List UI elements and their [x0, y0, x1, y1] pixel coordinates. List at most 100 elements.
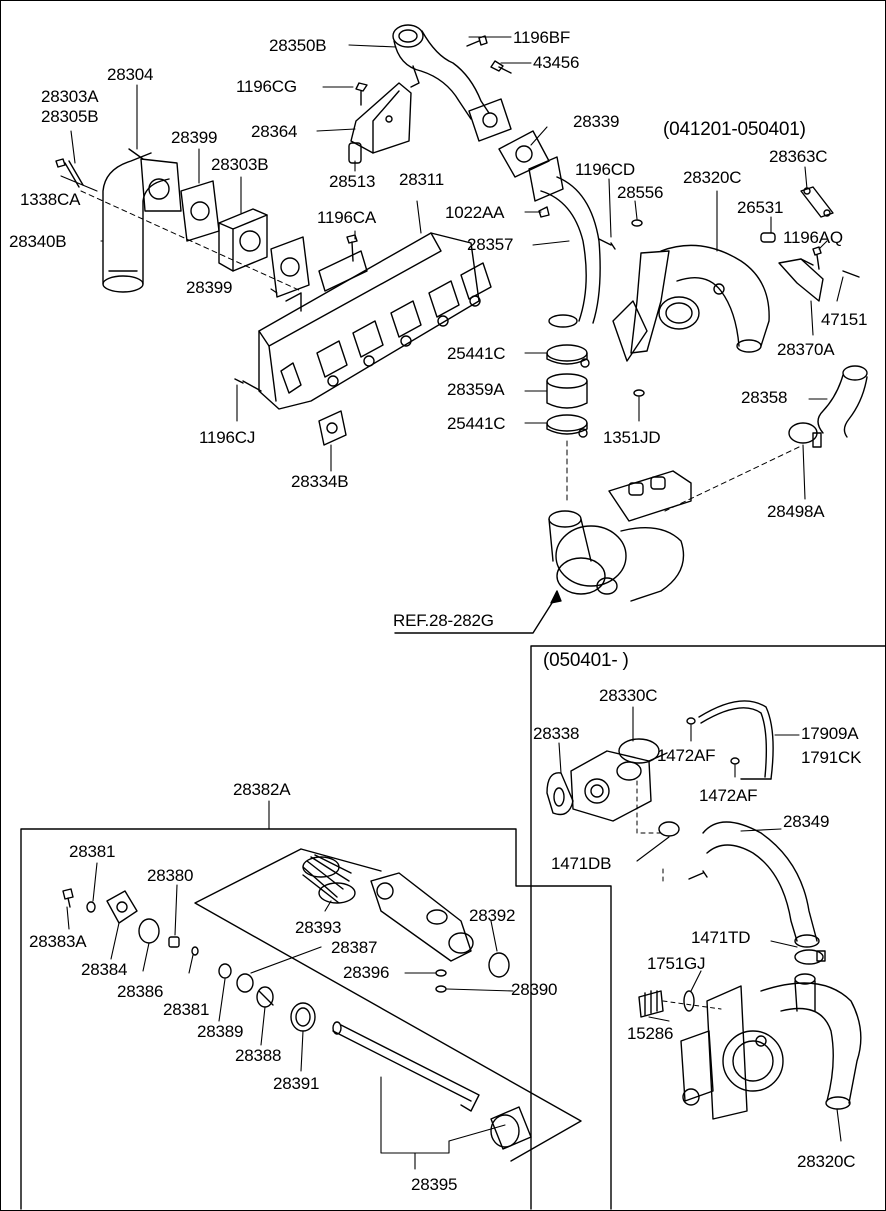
part-label-28350B[interactable]: 28350B	[269, 36, 327, 55]
bolt-1196CD	[598, 238, 616, 250]
exploded-plane	[194, 848, 582, 1162]
clamp-25441C-upper	[546, 344, 590, 368]
bracket-28364	[350, 82, 412, 154]
variant-label-box: (050401- )	[543, 650, 629, 671]
part-label-15286[interactable]: 15286	[627, 1024, 674, 1043]
part-label-28396[interactable]: 28396	[343, 963, 390, 982]
part-label-1196CG[interactable]: 1196CG	[236, 77, 297, 96]
bush-28387	[236, 973, 254, 993]
part-label-1196CJ[interactable]: 1196CJ	[199, 428, 256, 447]
part-label-28304[interactable]: 28304	[107, 65, 154, 84]
part-label-28359A[interactable]: 28359A	[447, 380, 505, 399]
part-label-28320C-bottom[interactable]: 28320C	[797, 1152, 856, 1171]
part-label-28358[interactable]: 28358	[741, 388, 788, 407]
intake-housing-28320C-bottom	[680, 973, 862, 1120]
link-28363C	[800, 186, 834, 218]
part-label-28556[interactable]: 28556	[617, 183, 664, 202]
part-label-28382A[interactable]: 28382A	[233, 780, 291, 799]
bolt-1196CJ	[234, 378, 262, 392]
part-label-28513[interactable]: 28513	[329, 172, 376, 191]
part-label-28305B[interactable]: 28305B	[41, 107, 99, 126]
part-label-47151[interactable]: 47151	[821, 310, 868, 329]
part-label-28330C[interactable]: 28330C	[599, 686, 658, 705]
clip-1472AF-a	[686, 717, 696, 725]
part-label-28338[interactable]: 28338	[533, 724, 580, 743]
gasket-28399-upper	[180, 180, 220, 242]
bolt-1196AQ	[812, 246, 822, 270]
clip-1472AF-b	[730, 757, 740, 765]
pipe-17909A	[698, 700, 774, 780]
part-label-1196CD[interactable]: 1196CD	[575, 160, 635, 179]
part-label-1022AA[interactable]: 1022AA	[445, 203, 505, 222]
part-label-25441C-upper[interactable]: 25441C	[447, 344, 506, 363]
part-label-28340B[interactable]: 28340B	[9, 232, 67, 251]
part-label-1196BF[interactable]: 1196BF	[513, 28, 571, 47]
part-label-28303B[interactable]: 28303B	[211, 155, 269, 174]
part-label-28395[interactable]: 28395	[411, 1175, 458, 1194]
part-label-1351JD[interactable]: 1351JD	[603, 428, 661, 447]
part-label-28388[interactable]: 28388	[235, 1046, 282, 1065]
ref-label[interactable]: REF.28-282G	[393, 611, 494, 630]
part-label-28357[interactable]: 28357	[467, 235, 514, 254]
bush-28388	[256, 986, 274, 1008]
part-label-28387[interactable]: 28387	[331, 938, 378, 957]
part-label-28349[interactable]: 28349	[783, 812, 830, 831]
part-label-28383A[interactable]: 28383A	[29, 932, 87, 951]
bolt-1471DB-screw	[688, 870, 708, 880]
washer-28389	[218, 963, 232, 979]
valve-body-28392	[370, 872, 510, 978]
assembly-line-sensor	[662, 1000, 722, 1010]
oring-28381-a	[86, 901, 96, 913]
part-label-1751GJ[interactable]: 1751GJ	[647, 954, 706, 973]
sensor-15286	[638, 990, 664, 1018]
part-label-28399-lower[interactable]: 28399	[186, 278, 233, 297]
gasket-28339	[498, 130, 550, 178]
part-label-17909A[interactable]: 17909A	[801, 724, 859, 743]
part-label-28303A[interactable]: 28303A	[41, 87, 99, 106]
stud-47151	[842, 270, 860, 278]
part-label-28393[interactable]: 28393	[295, 918, 342, 937]
part-label-28370A[interactable]: 28370A	[777, 340, 835, 359]
part-label-28399-upper[interactable]: 28399	[171, 128, 218, 147]
part-label-28386[interactable]: 28386	[117, 982, 164, 1001]
part-label-43456[interactable]: 43456	[533, 53, 580, 72]
washer-28556	[631, 219, 643, 227]
part-label-28380[interactable]: 28380	[147, 866, 194, 885]
bolt-1022AA	[538, 206, 550, 218]
part-label-1791CK[interactable]: 1791CK	[801, 748, 862, 767]
part-label-28381-a[interactable]: 28381	[69, 842, 116, 861]
part-label-28392[interactable]: 28392	[469, 906, 516, 925]
section-frames	[20, 645, 885, 1210]
part-label-28389[interactable]: 28389	[197, 1022, 244, 1041]
part-label-28363C[interactable]: 28363C	[769, 147, 828, 166]
part-label-28364[interactable]: 28364	[251, 122, 298, 141]
part-label-1196CA[interactable]: 1196CA	[317, 208, 376, 227]
part-label-28384[interactable]: 28384	[81, 960, 128, 979]
part-label-25441C-lower[interactable]: 25441C	[447, 414, 506, 433]
part-label-1472AF-a[interactable]: 1472AF	[657, 746, 716, 765]
clamp-1471TD	[794, 949, 826, 965]
part-label-1471DB[interactable]: 1471DB	[551, 854, 612, 873]
part-label-28391[interactable]: 28391	[273, 1074, 320, 1093]
intake-manifold-28311	[258, 232, 492, 410]
part-label-1196AQ[interactable]: 1196AQ	[783, 228, 843, 247]
part-label-28320C-top[interactable]: 28320C	[683, 168, 742, 187]
oring-28386	[138, 918, 160, 944]
part-label-28311[interactable]: 28311	[399, 170, 445, 189]
part-label-28381-b[interactable]: 28381	[163, 1000, 210, 1019]
variant-box-frame	[530, 645, 885, 1210]
part-label-28339[interactable]: 28339	[573, 112, 620, 131]
part-label-1338CA[interactable]: 1338CA	[20, 190, 81, 209]
part-label-28390[interactable]: 28390	[511, 980, 558, 999]
clamp-25441C-lower	[546, 414, 588, 438]
turbocharger-reference	[548, 470, 692, 602]
tube-28359A	[546, 373, 588, 409]
part-label-1471TD[interactable]: 1471TD	[691, 928, 751, 947]
hose-28357	[528, 156, 601, 328]
part-label-28334B[interactable]: 28334B	[291, 472, 349, 491]
part-label-1472AF-b[interactable]: 1472AF	[699, 786, 758, 805]
part-label-26531[interactable]: 26531	[737, 198, 784, 217]
leader-lines	[60, 36, 844, 1170]
gasket-28338	[546, 772, 574, 816]
part-label-28498A[interactable]: 28498A	[767, 502, 825, 521]
